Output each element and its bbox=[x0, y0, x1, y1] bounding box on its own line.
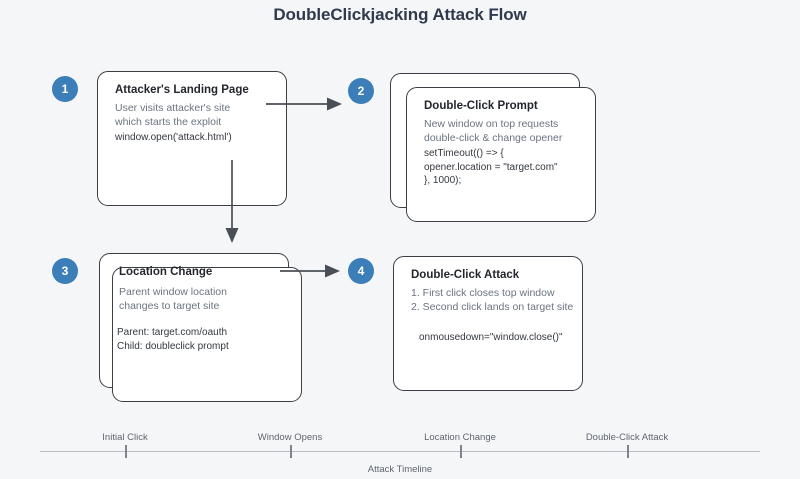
step-card-2-code-line-1: setTimeout(() => { bbox=[424, 148, 504, 159]
step-card-3-desc-line-1: Parent window location bbox=[119, 286, 227, 298]
timeline-label-2: Window Opens bbox=[257, 432, 323, 443]
step-badge-2-number: 2 bbox=[357, 84, 365, 98]
step-badge-4-number: 4 bbox=[357, 264, 365, 278]
step-card-2[interactable]: Double-Click Prompt New window on top re… bbox=[406, 87, 596, 222]
step-card-1-title: Attacker's Landing Page bbox=[115, 84, 249, 96]
step-card-2-title: Double-Click Prompt bbox=[424, 100, 538, 112]
step-badge-1: 1 bbox=[52, 76, 78, 102]
step-card-2-code-line-2: opener.location = "target.com" bbox=[424, 161, 558, 173]
step-badge-3: 3 bbox=[52, 258, 78, 284]
timeline-caption: Attack Timeline bbox=[367, 464, 433, 475]
step-badge-1-number: 1 bbox=[61, 82, 69, 96]
timeline-label-3: Location Change bbox=[424, 432, 496, 443]
step-card-1-desc-line-2: which starts the exploit bbox=[115, 115, 222, 128]
step-badge-3-number: 3 bbox=[61, 264, 69, 278]
step-card-3[interactable]: Location Change Parent window location c… bbox=[112, 266, 302, 402]
page-title: DoubleClickjacking Attack Flow bbox=[273, 5, 527, 24]
step-card-3-desc-line-2: changes to target site bbox=[119, 299, 220, 312]
timeline-tick-1 bbox=[125, 445, 127, 458]
timeline-tick-4 bbox=[627, 445, 629, 458]
step-card-2-desc-line-1: New window on top requests bbox=[424, 118, 559, 130]
step-card-4-title: Double-Click Attack bbox=[411, 269, 520, 281]
timeline-label-4: Double-Click Attack bbox=[585, 432, 669, 443]
step-card-1[interactable]: Attacker's Landing Page User visits atta… bbox=[97, 71, 287, 206]
step-badge-4: 4 bbox=[348, 258, 374, 284]
step-card-3-title: Location Change bbox=[119, 266, 213, 278]
step-card-2-code-line-3: }, 1000); bbox=[424, 175, 462, 186]
step-card-1-desc-line-1: User visits attacker's site bbox=[115, 102, 231, 114]
timeline-axis bbox=[40, 451, 760, 453]
timeline-label-1: Initial Click bbox=[102, 432, 148, 443]
step-card-2-desc-line-2: double-click & change opener bbox=[424, 131, 563, 144]
step-card-3-code-line-1: Parent: target.com/oauth bbox=[117, 327, 228, 338]
step-card-4-code-line-1: onmousedown="window.close()" bbox=[419, 332, 563, 343]
step-card-4[interactable]: Double-Click Attack 1. First click close… bbox=[393, 256, 583, 391]
step-badge-2: 2 bbox=[348, 78, 374, 104]
step-card-3-code-line-2: Child: doubleclick prompt bbox=[117, 340, 229, 352]
step-card-4-desc-line-2: 2. Second click lands on target site bbox=[411, 300, 574, 313]
step-card-4-desc-line-1: 1. First click closes top window bbox=[411, 287, 555, 299]
timeline-tick-3 bbox=[460, 445, 462, 458]
timeline-tick-2 bbox=[290, 445, 292, 458]
step-card-1-code-line-1: window.open('attack.html') bbox=[115, 132, 232, 143]
